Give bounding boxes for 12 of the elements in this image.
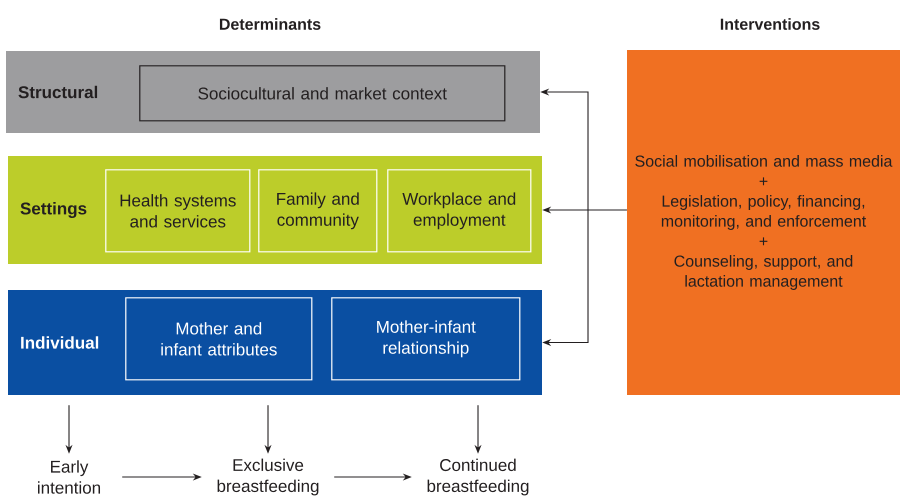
outcome-text: Early intention — [38, 460, 100, 494]
determinant-box: Mother and infant attributes — [125, 297, 312, 380]
outcome-text: Continued breastfeeding — [428, 458, 528, 496]
intervention-box: Social mobilisation and mass media + Legislation, policy, financing, monitoring, and enforcement + Counseling, support, and lactation management — [627, 50, 900, 395]
determinant-box: Mother-infant relationship — [331, 297, 520, 380]
outcome-text: Exclusive breastfeeding — [218, 458, 318, 496]
determinant-box: Health systems and services — [105, 169, 250, 252]
column-heading: Interventions — [720, 18, 820, 30]
column-heading: Determinants — [220, 18, 320, 30]
determinant-box: Family and community — [258, 169, 378, 252]
determinant-box: Workplace and employment — [387, 169, 532, 252]
determinant-box: Sociocultural and market context — [139, 65, 506, 122]
